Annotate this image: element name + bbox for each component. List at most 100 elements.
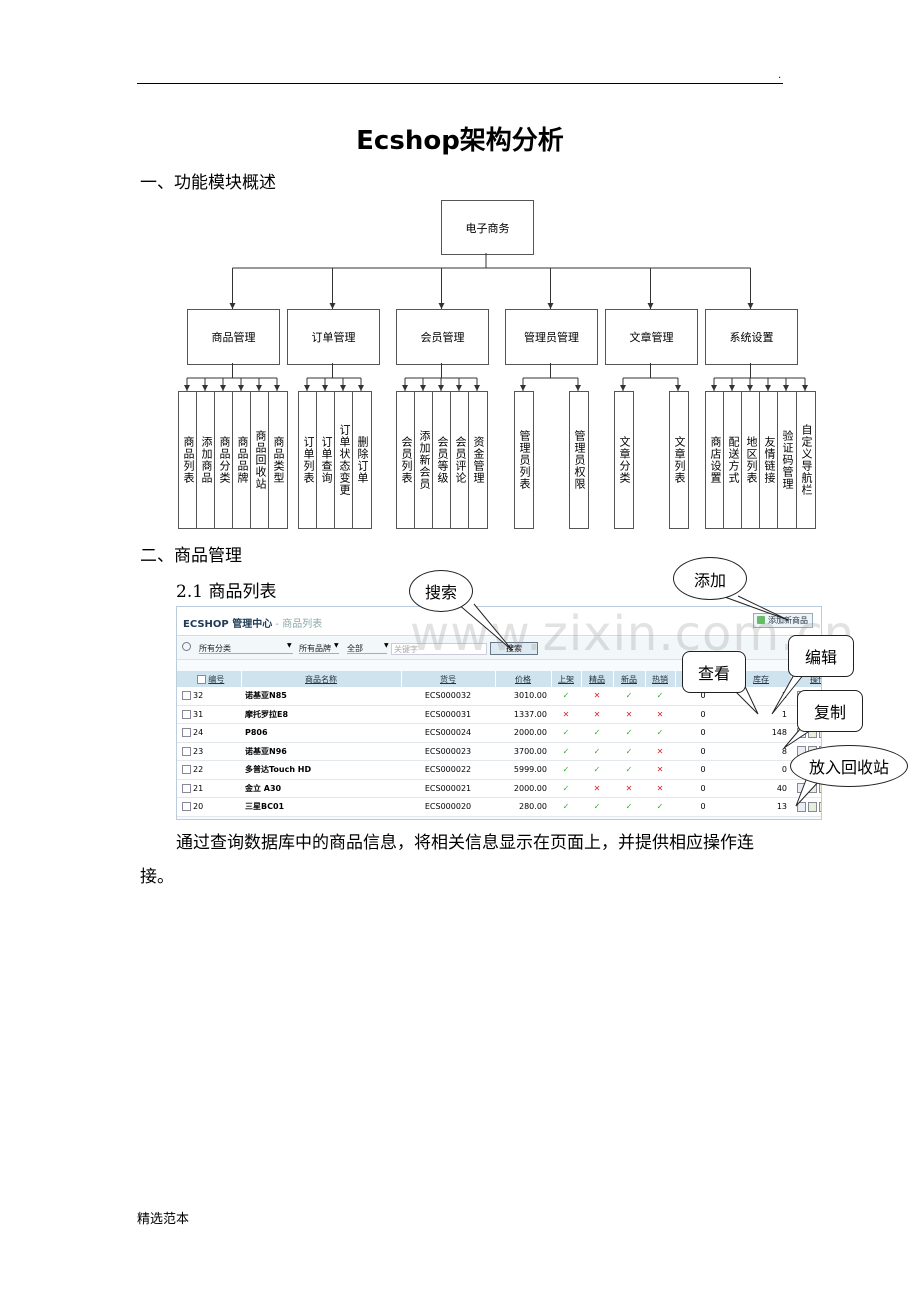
leaf-box: 删除订单 [352, 391, 372, 529]
check-icon[interactable]: ✓ [613, 742, 645, 761]
column-header-label: 编号 [208, 674, 225, 684]
arrowhead [420, 385, 426, 391]
sort-cell: 0 [675, 797, 731, 817]
column-header[interactable]: 新品 [613, 671, 646, 687]
column-header-label: 操作 [810, 674, 821, 684]
price-cell: 2000.00 [495, 723, 551, 743]
cross-icon[interactable]: ✕ [645, 779, 675, 798]
row-checkbox[interactable] [182, 746, 191, 756]
column-header[interactable]: 上架 [551, 671, 582, 687]
add-product-button[interactable]: 添加新商品 [753, 613, 813, 628]
name-cell: 摩托罗拉E8 [241, 705, 401, 724]
callout-pointers [457, 595, 821, 807]
name-cell: 金立 A30 [241, 779, 401, 798]
stock-cell: 0 [731, 760, 791, 780]
sn-cell: ECS000020 [401, 797, 495, 817]
header-dot: . [778, 70, 782, 81]
id-cell: 21 [177, 779, 241, 798]
id-cell: 31 [177, 705, 241, 724]
leaf-box: 商品回收站 [250, 391, 270, 529]
header-rule [137, 83, 783, 84]
arrowhead [329, 303, 336, 309]
arrowhead [358, 385, 364, 391]
row-checkbox[interactable] [182, 709, 191, 719]
row-checkbox[interactable] [182, 765, 191, 775]
copy-icon[interactable] [819, 801, 821, 812]
column-header[interactable]: 热销 [645, 671, 676, 687]
cross-icon[interactable]: ✕ [645, 742, 675, 761]
cross-icon[interactable]: ✕ [645, 760, 675, 780]
check-icon[interactable]: ✓ [551, 797, 581, 817]
check-icon[interactable]: ✓ [551, 742, 581, 761]
column-header[interactable]: 精品 [581, 671, 614, 687]
search-button[interactable]: 搜索 [490, 642, 538, 655]
check-icon[interactable]: ✓ [645, 687, 675, 706]
column-header[interactable]: 商品名称 [241, 671, 402, 687]
arrowhead [340, 385, 346, 391]
check-icon[interactable]: ✓ [581, 797, 613, 817]
check-icon[interactable]: ✓ [645, 723, 675, 743]
section-2-heading: 二、商品管理 [140, 546, 242, 566]
module-box-4: 文章管理 [605, 309, 698, 365]
arrowhead [729, 385, 735, 391]
cross-icon[interactable]: ✕ [551, 705, 581, 724]
column-header[interactable]: 库存 [731, 671, 792, 687]
keyword-input[interactable]: 关键字 [391, 643, 487, 655]
select-all-checkbox[interactable] [197, 674, 207, 684]
leaf-box: 文章列表 [669, 391, 689, 529]
chevron-down-icon: ▼ [384, 642, 389, 649]
status-select[interactable]: 全部 [347, 643, 387, 654]
check-icon[interactable]: ✓ [581, 742, 613, 761]
column-header[interactable]: 编号 [177, 671, 242, 687]
category-select[interactable]: 所有分类 [199, 643, 293, 654]
module-box-0: 商品管理 [187, 309, 280, 365]
sort-cell: 0 [675, 705, 731, 724]
brand-select[interactable]: 所有品牌 [299, 643, 339, 654]
column-header[interactable]: 价格 [495, 671, 552, 687]
arrowhead [547, 303, 554, 309]
cross-icon[interactable]: ✕ [581, 779, 613, 798]
cross-icon[interactable]: ✕ [645, 705, 675, 724]
row-checkbox[interactable] [182, 783, 191, 793]
arrowhead [575, 385, 581, 391]
leaf-label: 自定义导航栏 [800, 424, 813, 496]
row-checkbox[interactable] [182, 802, 191, 812]
leaf-label: 验证码管理 [781, 430, 794, 490]
check-icon[interactable]: ✓ [551, 723, 581, 743]
check-icon[interactable]: ✓ [645, 797, 675, 817]
id-value: 21 [193, 783, 204, 793]
search-bar: 所有分类 ▼ 所有品牌 ▼ 全部 ▼ 关键字 搜索 [177, 637, 821, 660]
leaf-label: 添加新会员 [418, 430, 431, 490]
check-icon[interactable]: ✓ [613, 723, 645, 743]
sn-cell: ECS000024 [401, 723, 495, 743]
check-icon[interactable]: ✓ [613, 760, 645, 780]
check-icon[interactable]: ✓ [581, 760, 613, 780]
check-icon[interactable]: ✓ [551, 779, 581, 798]
check-icon[interactable]: ✓ [613, 687, 645, 706]
view-icon[interactable] [797, 801, 806, 812]
cross-icon[interactable]: ✕ [581, 705, 613, 724]
module-box-3: 管理员管理 [505, 309, 598, 365]
check-icon[interactable]: ✓ [581, 723, 613, 743]
cross-icon[interactable]: ✕ [581, 687, 613, 706]
cross-icon[interactable]: ✕ [613, 705, 645, 724]
edit-icon[interactable] [808, 801, 817, 812]
id-cell: 22 [177, 760, 241, 780]
arrowhead [402, 385, 408, 391]
callout-edit: 编辑 [788, 635, 854, 677]
check-icon[interactable]: ✓ [613, 797, 645, 817]
column-header[interactable]: 货号 [401, 671, 496, 687]
check-icon[interactable]: ✓ [551, 760, 581, 780]
id-value: 31 [193, 709, 204, 719]
row-checkbox[interactable] [182, 728, 191, 738]
row-checkbox[interactable] [182, 691, 191, 701]
callout-search: 搜索 [409, 570, 473, 612]
leaf-box: 商品类型 [268, 391, 288, 529]
callout-copy: 复制 [797, 690, 863, 732]
cross-icon[interactable]: ✕ [613, 779, 645, 798]
arrowhead [202, 385, 208, 391]
check-icon[interactable]: ✓ [551, 687, 581, 706]
leaf-box: 验证码管理 [777, 391, 797, 529]
